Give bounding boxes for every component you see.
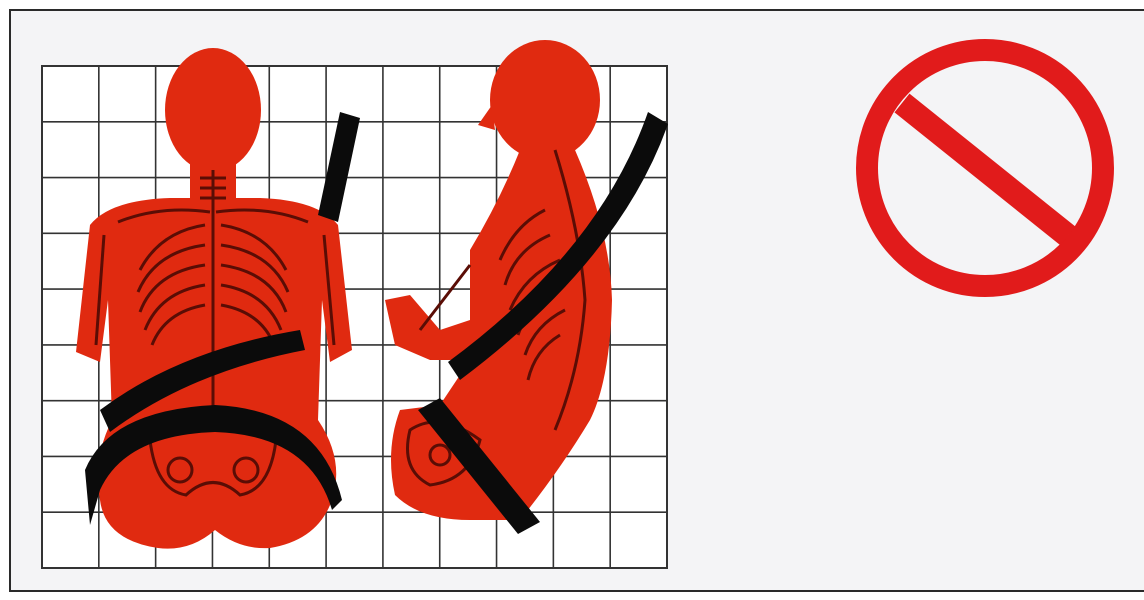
prohibition-sign-icon xyxy=(867,50,1103,286)
